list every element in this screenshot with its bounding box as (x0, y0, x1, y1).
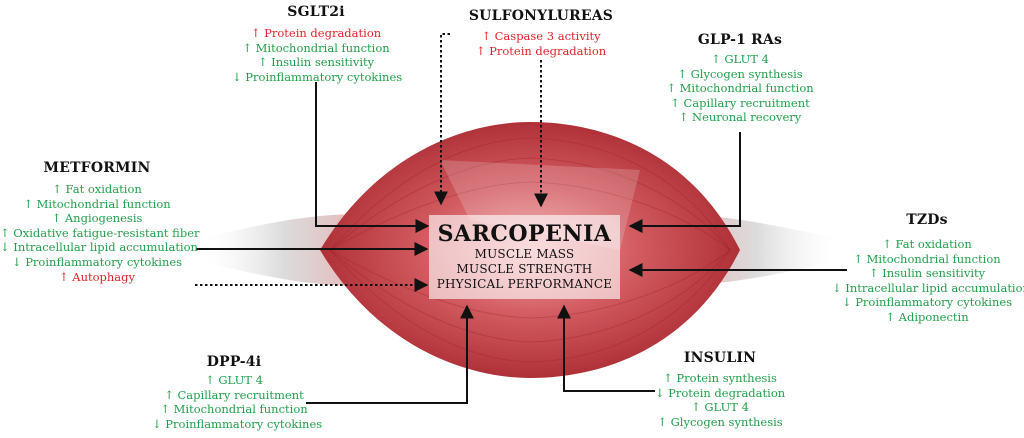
effect-tzds-4: ↓ Proinflammatory cytokines (841, 295, 1013, 310)
effect-glp1-2: ↑ Mitochondrial function (666, 81, 814, 96)
drug-block-dpp4i: DPP-4i ↑ GLUT 4 ↑ Capillary recruitment … (152, 354, 323, 431)
effect-insulin-0: ↑ Protein synthesis (663, 371, 777, 385)
drug-block-sglt2i: SGLT2i ↑ Protein degradation ↑ Mitochond… (232, 4, 403, 84)
drug-name-metformin: METFORMIN (43, 160, 151, 176)
drug-block-metformin: METFORMIN ↑ Fat oxidation ↑ Mitochondria… (0, 160, 200, 284)
effect-dpp4i-2: ↑ Mitochondrial function (160, 402, 308, 417)
effect-metformin-2: ↑ Angiogenesis (51, 211, 143, 226)
drug-block-tzds: TZDs ↑ Fat oxidation ↑ Mitochondrial fun… (832, 212, 1024, 325)
effect-sglt2i-3: ↓ Proinflammatory cytokines (232, 69, 403, 84)
effect-sglt2i-2: ↑ Insulin sensitivity (257, 55, 375, 70)
drug-name-tzds: TZDs (906, 212, 948, 228)
muscle-fibers (329, 137, 731, 363)
effect-insulin-1: ↓ Protein degradation (654, 385, 786, 400)
drug-block-insulin: INSULIN ↑ Protein synthesis ↓ Protein de… (650, 350, 790, 429)
sarcopenia-line-2: MUSCLE STRENGTH (456, 262, 593, 276)
drug-name-sulfonylureas: SULFONYLUREAS (468, 8, 614, 24)
arrow-glp1 (628, 132, 741, 233)
effect-metformin-3: ↑ Oxidative fatigue-resistant fiber (0, 225, 200, 240)
effect-glp1-0: ↑ GLUT 4 (711, 52, 769, 66)
effect-metformin-6: ↑ Autophagy (58, 269, 136, 284)
drug-name-insulin: INSULIN (683, 350, 757, 366)
effect-insulin-2: ↑ GLUT 4 (691, 400, 749, 415)
effect-tzds-1: ↑ Mitochondrial function (853, 251, 1001, 266)
arrow-insulin (557, 304, 655, 392)
drug-name-glp1: GLP-1 RAs (697, 32, 783, 48)
effect-glp1-4: ↑ Neuronal recovery (678, 110, 802, 125)
arrow-sglt2i-dotted (434, 33, 450, 206)
effect-dpp4i-3: ↓ Proinflammatory cytokines (152, 416, 323, 431)
drug-block-sulfonylureas: SULFONYLUREAS ↑ Caspase 3 activity ↑ Pro… (455, 8, 627, 58)
connector-arrows (195, 33, 847, 404)
effect-metformin-5: ↓ Proinflammatory cytokines (11, 254, 183, 269)
drug-name-sglt2i: SGLT2i (287, 4, 345, 20)
effect-tzds-0: ↑ Fat oxidation (882, 237, 972, 251)
sarcopenia-line-3: PHYSICAL PERFORMANCE (436, 277, 613, 291)
effect-tzds-5: ↑ Adiponectin (885, 309, 969, 324)
sarcopenia-line-1: MUSCLE MASS (474, 247, 575, 261)
arrow-dpp4i (306, 304, 474, 404)
effect-sglt2i-1: ↑ Mitochondrial function (242, 40, 390, 55)
effect-glp1-1: ↑ Glycogen synthesis (677, 66, 803, 81)
effect-sglt2i-0: ↑ Protein degradation (250, 26, 382, 40)
drug-name-dpp4i: DPP-4i (206, 354, 262, 370)
effect-glp1-3: ↑ Capillary recruitment (670, 95, 810, 110)
effect-metformin-4: ↓ Intracellular lipid accumulation (0, 240, 198, 255)
effect-insulin-3: ↑ Glycogen synthesis (657, 414, 783, 429)
effect-metformin-1: ↑ Mitochondrial function (23, 196, 171, 211)
effect-dpp4i-1: ↑ Capillary recruitment (164, 387, 304, 402)
arrow-sglt2i (315, 82, 430, 233)
effect-tzds-3: ↓ Intracellular lipid accumulation (832, 280, 1024, 295)
effect-sulfonylureas-1: ↑ Protein degradation (475, 43, 607, 58)
sarcopenia-box: SARCOPENIA MUSCLE MASS MUSCLE STRENGTH P… (429, 215, 620, 299)
sarcopenia-title: SARCOPENIA (437, 221, 612, 247)
effect-tzds-2: ↑ Insulin sensitivity (868, 266, 986, 281)
drug-block-glp1: GLP-1 RAs ↑ GLUT 4 ↑ Glycogen synthesis … (660, 32, 820, 125)
effect-metformin-0: ↑ Fat oxidation (52, 182, 142, 196)
effect-dpp4i-0: ↑ GLUT 4 (205, 373, 263, 387)
effect-sulfonylureas-0: ↑ Caspase 3 activity (481, 29, 601, 43)
